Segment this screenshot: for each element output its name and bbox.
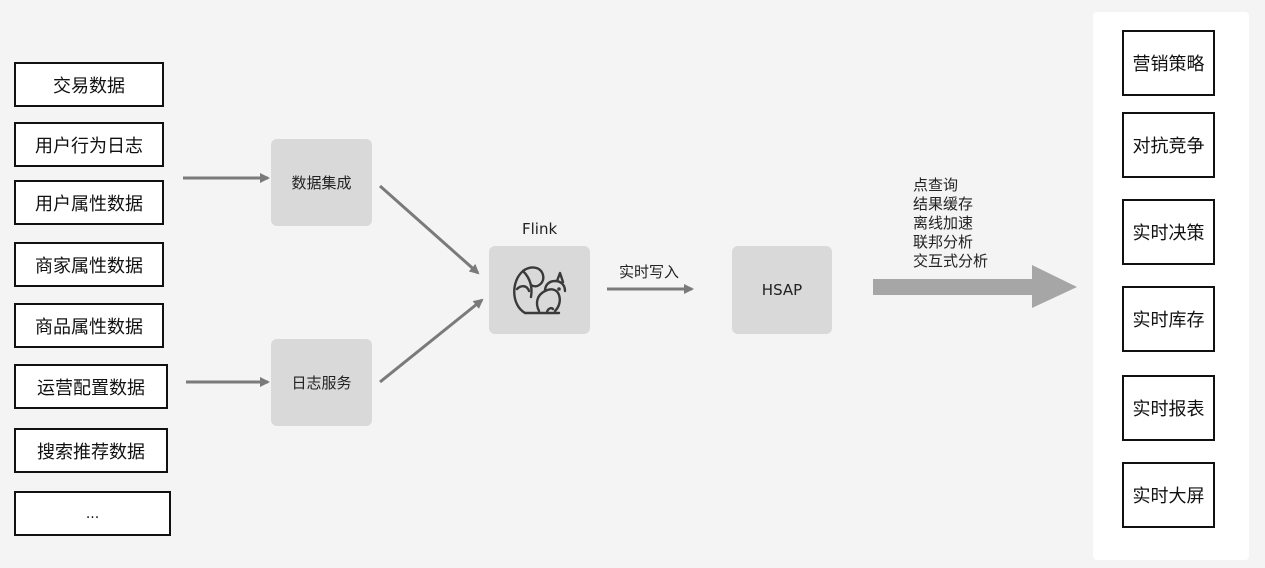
source-box-search-recommend: 搜索推荐数据 bbox=[14, 428, 168, 473]
data-integration-box: 数据集成 bbox=[271, 139, 372, 226]
source-box-user-attributes: 用户属性数据 bbox=[14, 180, 164, 225]
source-label: 交易数据 bbox=[53, 75, 125, 97]
app-box-realtime-dashboard: 实时大屏 bbox=[1122, 462, 1215, 528]
source-label: 运营配置数据 bbox=[37, 377, 145, 399]
feature-item: 联邦分析 bbox=[913, 233, 974, 251]
source-box-more: ... bbox=[14, 491, 171, 536]
source-label: ... bbox=[85, 505, 100, 522]
feature-item: 离线加速 bbox=[913, 214, 974, 232]
source-box-transaction: 交易数据 bbox=[14, 62, 164, 107]
app-label: 实时决策 bbox=[1132, 223, 1205, 244]
source-label: 搜索推荐数据 bbox=[37, 441, 145, 463]
app-box-realtime-decision: 实时决策 bbox=[1122, 199, 1215, 265]
arrow-logservice-to-flink bbox=[379, 298, 484, 384]
source-box-operation-config: 运营配置数据 bbox=[14, 364, 168, 409]
source-box-product-attributes: 商品属性数据 bbox=[14, 303, 164, 348]
log-service-label: 日志服务 bbox=[291, 374, 352, 392]
app-label: 对抗竞争 bbox=[1132, 136, 1205, 157]
source-label: 商品属性数据 bbox=[35, 316, 143, 338]
feature-item: 交互式分析 bbox=[913, 252, 989, 270]
feature-item: 点查询 bbox=[913, 176, 959, 194]
hsap-box: HSAP bbox=[732, 246, 832, 334]
log-service-box: 日志服务 bbox=[271, 339, 372, 426]
squirrel-icon bbox=[512, 266, 566, 315]
app-box-competition: 对抗竞争 bbox=[1122, 112, 1215, 178]
data-integration-label: 数据集成 bbox=[291, 174, 352, 192]
hsap-features-list: 点查询 结果缓存 离线加速 联邦分析 交互式分析 bbox=[913, 176, 988, 271]
source-label: 用户属性数据 bbox=[35, 193, 143, 215]
app-label: 实时报表 bbox=[1132, 399, 1205, 420]
flink-title: Flink bbox=[522, 220, 558, 238]
realtime-write-label: 实时写入 bbox=[619, 263, 680, 281]
hsap-label: HSAP bbox=[761, 281, 803, 299]
source-label: 用户行为日志 bbox=[35, 135, 143, 157]
app-box-marketing-strategy: 营销策略 bbox=[1122, 30, 1215, 96]
app-label: 营销策略 bbox=[1132, 54, 1205, 75]
flink-box bbox=[489, 246, 590, 334]
arrow-integration-to-flink bbox=[379, 184, 480, 275]
source-box-user-behavior-log: 用户行为日志 bbox=[14, 122, 164, 167]
source-box-merchant-attributes: 商家属性数据 bbox=[14, 242, 164, 287]
big-arrow-to-applications bbox=[873, 265, 1077, 308]
app-label: 实时大屏 bbox=[1132, 486, 1205, 507]
app-label: 实时库存 bbox=[1132, 310, 1205, 331]
source-label: 商家属性数据 bbox=[35, 255, 143, 277]
app-box-realtime-inventory: 实时库存 bbox=[1122, 286, 1215, 352]
app-box-realtime-report: 实时报表 bbox=[1122, 375, 1215, 441]
feature-item: 结果缓存 bbox=[913, 195, 974, 213]
